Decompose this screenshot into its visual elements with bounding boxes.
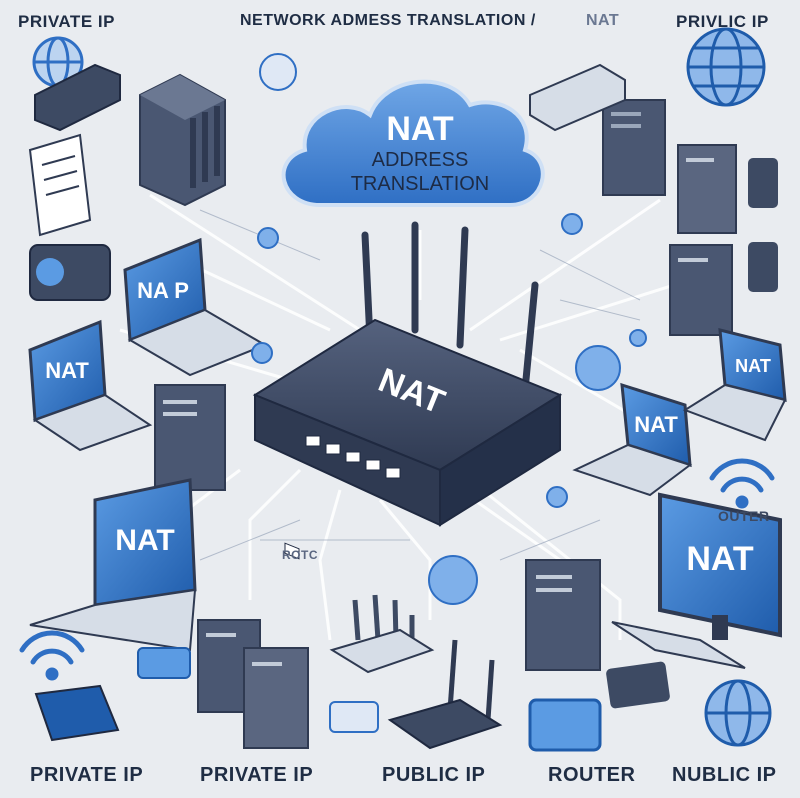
router-ethernet-ports — [284, 435, 401, 560]
small-tile-bottom — [137, 647, 379, 733]
tablet-bottom-center — [528, 698, 602, 752]
document-icon — [28, 133, 92, 237]
label-nat-top: NAT — [586, 12, 620, 29]
cloud-line-address: ADDRESS — [372, 149, 469, 171]
server-right-2 — [669, 244, 733, 336]
cloud-line-translation: TRANSLATION — [351, 173, 490, 195]
laptop-c-screen-text: NAT — [115, 524, 174, 557]
label-router-bottom: ROUTER — [548, 764, 636, 786]
laptop-a-screen-text: NA P — [137, 278, 189, 303]
switch-top-right — [529, 63, 626, 132]
server-top-right — [602, 99, 666, 196]
wifi-icon-left — [19, 630, 85, 681]
label-private-ip-bottom-1: PRIVATE IP — [30, 764, 144, 786]
globe-icon-top-right — [686, 27, 766, 107]
label-privlic-ip-top: PRIVLIC IP — [676, 12, 769, 31]
camera-device — [29, 244, 111, 301]
laptop-e: NAT — [682, 328, 787, 442]
globe-icon-bottom-right — [704, 679, 772, 747]
tablet-bottom-right — [606, 661, 670, 709]
laptop-a: NA P — [123, 237, 268, 377]
server-tower-left — [139, 73, 226, 207]
monitor-screen-text: NAT — [686, 540, 754, 578]
phone-device — [748, 158, 778, 292]
wifi-icon-right — [709, 458, 775, 509]
label-outer: OUTER — [718, 508, 770, 524]
laptop-b-screen-text: NAT — [45, 358, 89, 383]
network-switch-top-left — [34, 63, 121, 132]
server-right-1 — [677, 144, 737, 234]
tablet-device — [34, 684, 120, 742]
label-network-translation: NETWORK ADMESS TRANSLATION / — [240, 12, 536, 29]
nat-cloud: NAT ADDRESS TRANSLATION — [281, 79, 545, 207]
label-rotc: ROTC — [282, 548, 318, 562]
laptop-c: NAT — [29, 478, 197, 652]
laptop-d: NAT — [572, 382, 693, 497]
globe-icon-top-left — [32, 36, 84, 88]
cloud-title: NAT — [386, 110, 454, 148]
laptop-d-screen-text: NAT — [634, 412, 678, 437]
server-mid-left — [154, 384, 226, 491]
label-private-ip-bottom-2: PRIVATE IP — [200, 764, 314, 786]
server-bottom-right — [525, 559, 601, 671]
small-router-bottom — [387, 639, 503, 750]
small-router-center — [329, 594, 435, 674]
laptop-b: NAT — [28, 319, 153, 452]
label-private-ip-top: PRIVATE IP — [18, 12, 115, 31]
keyboard — [611, 621, 746, 669]
server-bottom-2 — [243, 647, 309, 749]
disc-icons — [251, 53, 647, 605]
desktop-monitor: NAT — [658, 492, 782, 640]
label-nublic-ip-bottom: NUBLIC IP — [672, 764, 777, 786]
label-public-ip-bottom: PUBLIC IP — [382, 764, 486, 786]
nat-router: NAT — [252, 221, 563, 560]
laptop-e-screen-text: NAT — [735, 356, 771, 376]
